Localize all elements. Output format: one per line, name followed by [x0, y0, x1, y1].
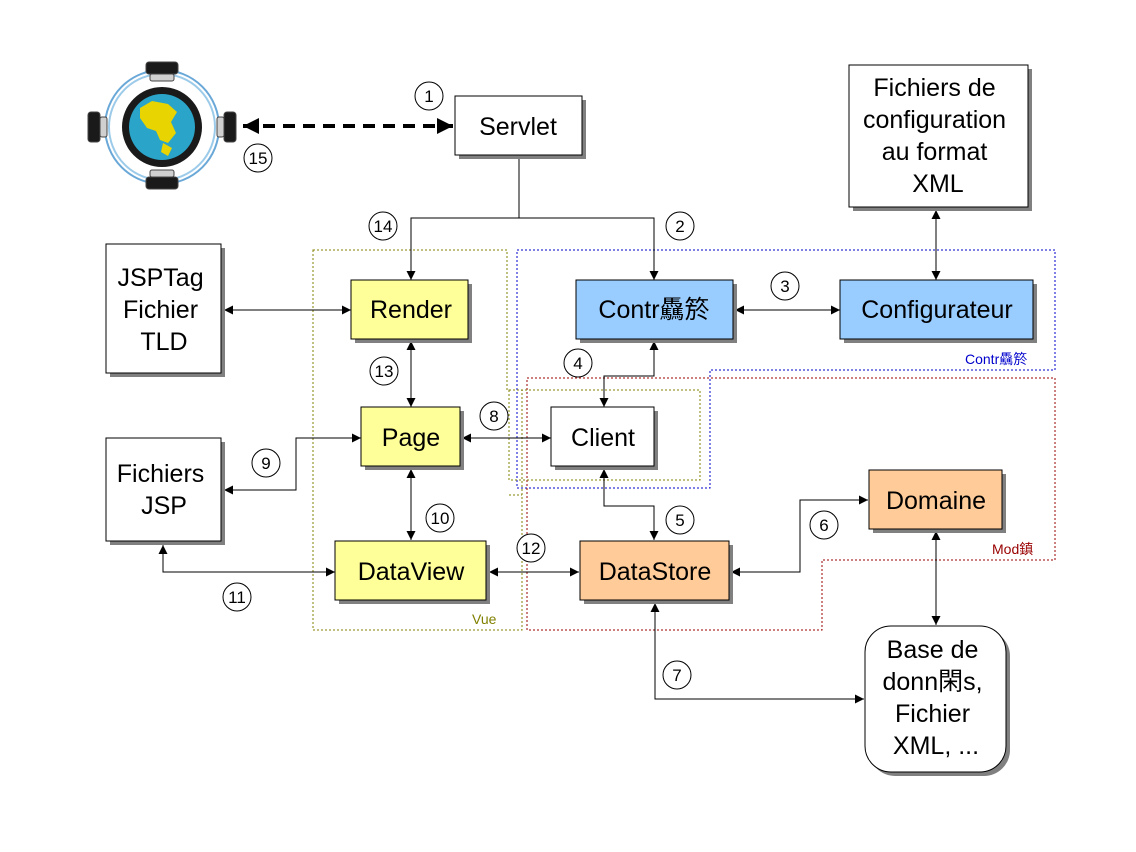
step-14-label: 14	[374, 217, 393, 236]
datastore-domaine-arrow	[731, 495, 868, 577]
step-9: 9	[251, 448, 281, 478]
controleur-region-label: Contr驫箊	[965, 351, 1027, 367]
servlet-label-line: Servlet	[479, 113, 557, 141]
step-11-label: 11	[228, 588, 246, 607]
step-11: 11	[222, 582, 252, 612]
step-1-label: 1	[424, 87, 433, 106]
configurateur-label: Configurateur	[861, 296, 1012, 324]
step-15: 15	[243, 143, 273, 173]
fichiers-jsp-line-1: Fichiers	[117, 460, 205, 488]
config-files-line-2: configuration	[863, 106, 1006, 134]
render-box: Render	[350, 279, 472, 343]
configurateur-box: Configurateur	[839, 279, 1037, 343]
step-7: 7	[662, 660, 692, 690]
datastore-box: DataStore	[579, 540, 733, 604]
controleur-label: Contr驫箊	[598, 296, 709, 324]
step-10-label: 10	[431, 509, 450, 528]
config-files-label: Fichiers de configuration au format XML	[863, 74, 1013, 198]
render-label: Render	[370, 296, 452, 324]
database-line-3: Fichier	[895, 700, 970, 728]
database-line-1: Base de	[887, 636, 979, 664]
database-line-2: donn閑s,	[882, 668, 982, 696]
client-box: Client	[550, 406, 658, 470]
datastore-database-arrow	[650, 603, 864, 704]
step-9-label: 9	[261, 454, 270, 473]
jsptag-label: JSPTag Fichier TLD	[117, 264, 210, 356]
step-12-label: 12	[522, 539, 541, 558]
step-10: 10	[425, 503, 455, 533]
render-label-line: Render	[370, 296, 452, 324]
client-controleur-arrow	[599, 341, 659, 407]
jsptag-line-3: TLD	[140, 328, 187, 356]
config-files-box: Fichiers de configuration au format XML	[848, 64, 1032, 211]
controleur-region	[516, 249, 1056, 489]
servlet-box: Servlet	[454, 95, 586, 159]
step-14: 14	[368, 211, 398, 241]
config-files-line-1: Fichiers de	[873, 74, 995, 102]
step-6: 6	[809, 510, 839, 540]
globe-network-icon	[87, 61, 237, 190]
client-datastore-arrow	[599, 469, 659, 540]
database-line-4: XML, ...	[893, 732, 979, 760]
step-1: 1	[414, 81, 444, 111]
step-4-label: 4	[573, 354, 582, 373]
modele-region-label: Mod鎮	[992, 541, 1033, 557]
servlet-render-arrow	[406, 217, 519, 280]
client-label-line: Client	[571, 424, 635, 452]
step-15-label: 15	[249, 149, 268, 168]
datastore-label: DataStore	[599, 558, 712, 586]
step-7-label: 7	[672, 666, 681, 685]
datastore-label-line: DataStore	[599, 558, 712, 586]
step-8: 8	[479, 401, 509, 431]
jsptag-line-2: Fichier	[123, 296, 198, 324]
step-3: 3	[770, 271, 800, 301]
domaine-box: Domaine	[868, 469, 1006, 533]
step-12: 12	[516, 533, 546, 563]
dataview-label: DataView	[358, 558, 465, 586]
fichiers-jsp-box: Fichiers JSP	[105, 437, 225, 545]
jsptag-line-1: JSPTag	[117, 264, 203, 292]
step-3-label: 3	[780, 277, 789, 296]
step-2: 2	[665, 211, 695, 241]
database-box: Base de donn閑s, Fichier XML, ...	[864, 625, 1010, 776]
step-2-label: 2	[675, 217, 684, 236]
modele-region	[526, 377, 1056, 631]
fichiers-jsp-line-2: JSP	[141, 492, 187, 520]
step-4: 4	[563, 348, 593, 378]
jsptag-box: JSPTag Fichier TLD	[105, 243, 225, 377]
controleur-label-line: Contr驫箊	[598, 296, 709, 324]
step-13-label: 13	[375, 362, 394, 381]
servlet-label: Servlet	[479, 113, 557, 141]
config-files-line-3: au format	[882, 138, 988, 166]
step-8-label: 8	[489, 407, 498, 426]
fichiers-jsp-label: Fichiers JSP	[117, 460, 211, 520]
configurateur-label-line: Configurateur	[861, 296, 1012, 324]
config-files-line-4: XML	[912, 170, 964, 198]
page-label-line: Page	[382, 424, 440, 452]
domaine-label-line: Domaine	[886, 487, 986, 515]
servlet-controleur-arrow	[519, 217, 659, 280]
step-5: 5	[665, 505, 695, 535]
dataview-box: DataView	[334, 540, 490, 604]
client-subregion	[508, 389, 701, 481]
dataview-jsp-arrow	[158, 545, 335, 577]
page-jsp-arrow	[224, 433, 361, 495]
step-5-label: 5	[675, 511, 684, 530]
vue-region-label: Vue	[472, 611, 497, 627]
controleur-box: Contr驫箊	[575, 279, 737, 343]
database-label: Base de donn閑s, Fichier XML, ...	[882, 636, 989, 760]
page-label: Page	[382, 424, 440, 452]
domaine-label: Domaine	[886, 487, 986, 515]
step-6-label: 6	[819, 516, 828, 535]
client-label: Client	[571, 424, 635, 452]
page-box: Page	[360, 406, 464, 470]
dataview-label-line: DataView	[358, 558, 465, 586]
step-13: 13	[369, 356, 399, 386]
